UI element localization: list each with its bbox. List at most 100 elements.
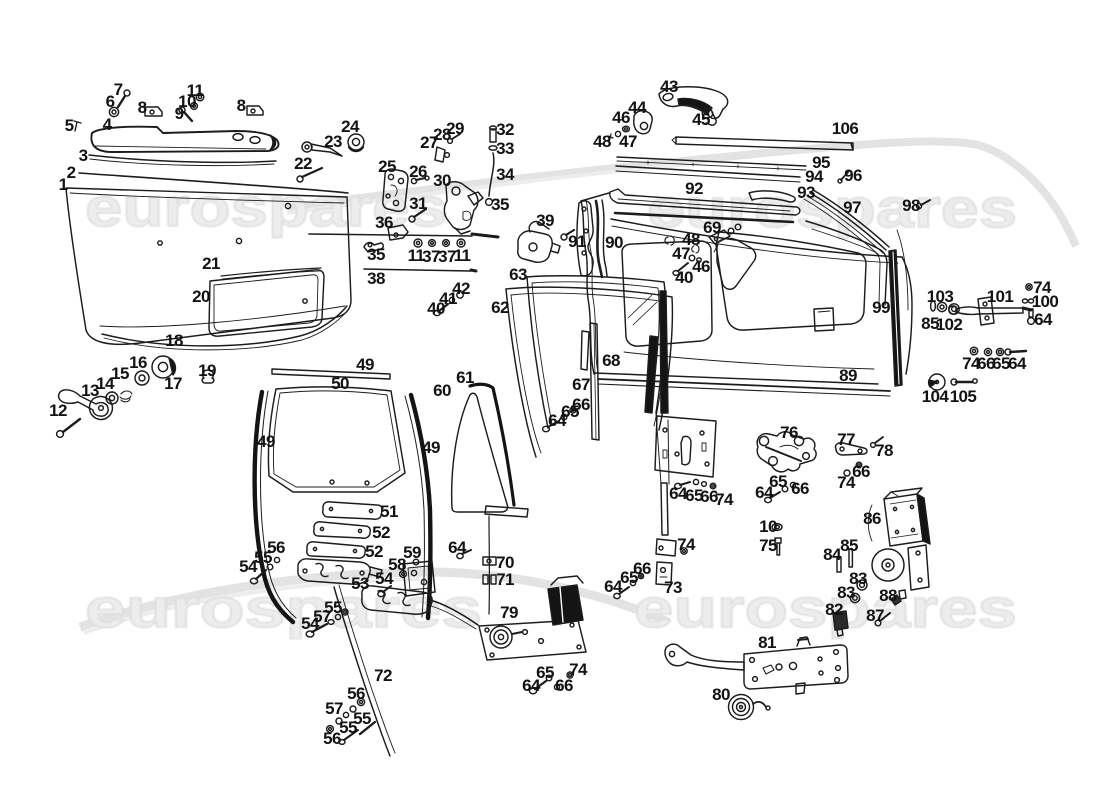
svg-text:64: 64	[604, 577, 623, 596]
svg-text:65: 65	[769, 472, 787, 491]
svg-text:eurospares: eurospares	[85, 577, 482, 639]
svg-text:9: 9	[175, 104, 184, 123]
svg-text:66: 66	[572, 395, 590, 414]
svg-text:66: 66	[791, 479, 809, 498]
svg-text:54: 54	[375, 569, 394, 588]
svg-text:65: 65	[992, 354, 1010, 373]
svg-text:56: 56	[347, 684, 365, 703]
svg-text:eurospares: eurospares	[634, 577, 1017, 639]
svg-text:25: 25	[378, 157, 396, 176]
svg-text:74: 74	[837, 473, 856, 492]
svg-text:45: 45	[692, 110, 710, 129]
svg-text:64: 64	[548, 411, 567, 430]
svg-text:40: 40	[675, 268, 693, 287]
svg-text:65: 65	[561, 402, 579, 421]
svg-text:66: 66	[700, 487, 718, 506]
svg-text:8: 8	[237, 96, 246, 115]
svg-text:105: 105	[950, 387, 977, 406]
svg-text:73: 73	[664, 578, 682, 597]
svg-text:7: 7	[114, 80, 123, 99]
svg-text:55: 55	[353, 709, 371, 728]
svg-text:23: 23	[324, 132, 342, 151]
svg-text:37: 37	[438, 247, 456, 266]
svg-text:39: 39	[536, 211, 554, 230]
svg-text:33: 33	[496, 139, 514, 158]
svg-text:20: 20	[192, 287, 210, 306]
svg-text:30: 30	[433, 171, 451, 190]
svg-text:26: 26	[409, 162, 427, 181]
svg-text:49: 49	[356, 355, 374, 374]
svg-text:21: 21	[202, 254, 220, 273]
svg-text:95: 95	[812, 153, 830, 172]
svg-text:22: 22	[294, 154, 312, 173]
svg-text:28: 28	[433, 125, 451, 144]
svg-text:75: 75	[759, 536, 777, 555]
svg-text:104: 104	[922, 387, 950, 406]
svg-text:69: 69	[703, 218, 721, 237]
svg-text:88: 88	[879, 586, 897, 605]
svg-text:58: 58	[388, 555, 406, 574]
svg-text:85: 85	[921, 314, 939, 333]
svg-text:38: 38	[367, 269, 385, 288]
svg-text:62: 62	[491, 298, 509, 317]
svg-text:36: 36	[375, 213, 393, 232]
svg-text:47: 47	[619, 132, 637, 151]
svg-text:94: 94	[805, 167, 824, 186]
svg-text:31: 31	[409, 194, 427, 213]
svg-text:54: 54	[301, 614, 320, 633]
svg-text:74: 74	[962, 354, 981, 373]
svg-text:56: 56	[267, 538, 285, 557]
svg-text:66: 66	[633, 559, 651, 578]
svg-text:76: 76	[780, 423, 798, 442]
svg-text:92: 92	[685, 179, 703, 198]
svg-text:5: 5	[65, 116, 74, 135]
svg-text:24: 24	[341, 117, 360, 136]
svg-text:67: 67	[572, 375, 590, 394]
svg-text:42: 42	[452, 279, 470, 298]
svg-text:83: 83	[849, 569, 867, 588]
svg-text:74: 74	[1033, 278, 1052, 297]
svg-text:35: 35	[491, 195, 509, 214]
svg-text:66: 66	[977, 354, 995, 373]
svg-text:90: 90	[605, 233, 623, 252]
svg-text:93: 93	[797, 183, 815, 202]
svg-text:13: 13	[81, 381, 99, 400]
svg-text:87: 87	[866, 606, 884, 625]
svg-text:63: 63	[509, 265, 527, 284]
svg-text:64: 64	[522, 676, 541, 695]
svg-text:17: 17	[164, 374, 182, 393]
svg-text:48: 48	[682, 230, 700, 249]
svg-text:74: 74	[677, 535, 696, 554]
svg-text:41: 41	[439, 289, 457, 308]
svg-text:68: 68	[602, 351, 620, 370]
svg-text:10: 10	[759, 517, 777, 536]
svg-text:83: 83	[837, 583, 855, 602]
svg-text:49: 49	[422, 438, 440, 457]
svg-text:103: 103	[927, 287, 954, 306]
svg-text:80: 80	[712, 685, 730, 704]
svg-text:1: 1	[59, 175, 68, 194]
svg-text:15: 15	[111, 364, 129, 383]
svg-text:44: 44	[628, 98, 647, 117]
svg-text:4: 4	[103, 115, 113, 134]
svg-text:51: 51	[380, 502, 398, 521]
svg-text:11: 11	[408, 246, 425, 265]
svg-text:79: 79	[500, 603, 518, 622]
svg-text:48: 48	[593, 132, 611, 151]
svg-text:61: 61	[456, 368, 474, 387]
svg-text:72: 72	[374, 666, 392, 685]
svg-text:64: 64	[1008, 354, 1027, 373]
svg-text:64: 64	[755, 483, 774, 502]
svg-text:65: 65	[536, 663, 554, 682]
svg-text:37: 37	[422, 247, 440, 266]
svg-text:55: 55	[254, 548, 272, 567]
svg-text:47: 47	[672, 244, 690, 263]
svg-text:35: 35	[367, 245, 385, 264]
svg-text:6: 6	[106, 92, 115, 111]
svg-text:96: 96	[844, 166, 862, 185]
svg-text:29: 29	[446, 119, 464, 138]
svg-text:74: 74	[569, 660, 588, 679]
svg-text:14: 14	[96, 374, 115, 393]
svg-text:97: 97	[843, 198, 861, 217]
svg-text:53: 53	[351, 574, 369, 593]
